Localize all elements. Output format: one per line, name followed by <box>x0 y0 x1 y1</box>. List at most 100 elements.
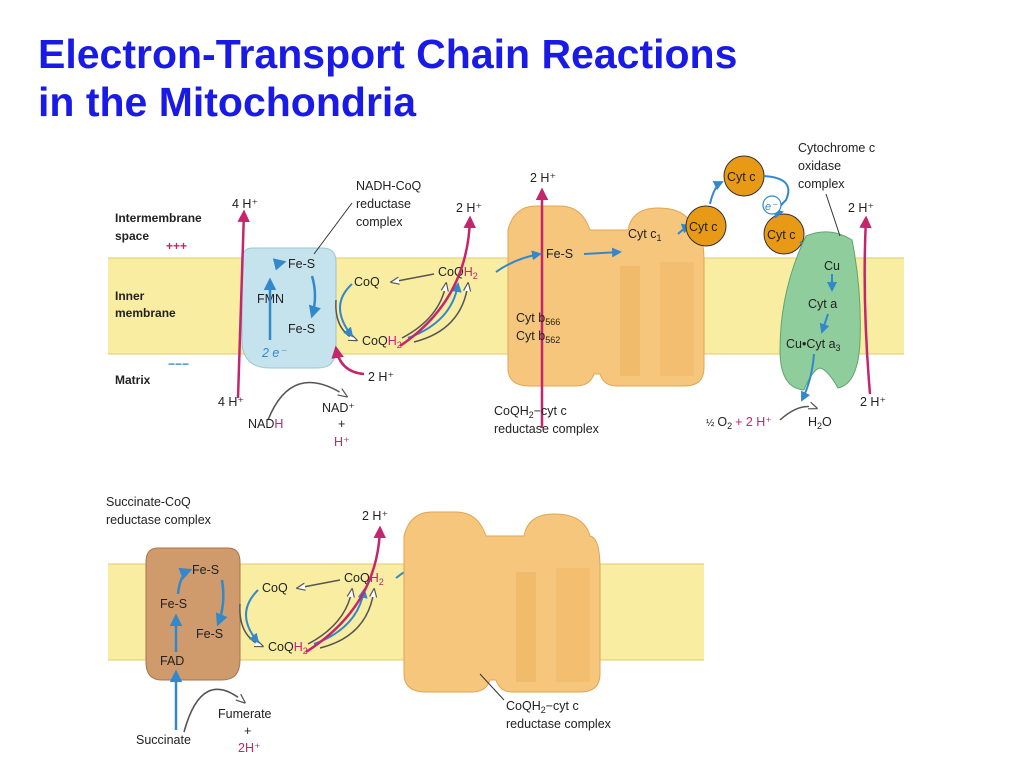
top-coq-exchange-arrow <box>392 273 435 282</box>
succinate-to-fumerate-arrow <box>183 688 244 733</box>
label-membrane: membrane <box>115 306 176 320</box>
complex-I-fes-top: Fe-S <box>288 257 315 271</box>
complex-III-bottom-leader <box>479 673 505 701</box>
complex-I-leader <box>313 202 353 255</box>
cyt-c-right-label: Cyt c <box>767 228 795 242</box>
label-intermembrane: Intermembrane <box>115 211 202 225</box>
complex-II-fes-mid: Fe-S <box>160 597 187 611</box>
label-plus-charges: +++ <box>166 239 187 253</box>
complex-I-name-1: NADH-CoQ <box>356 179 422 193</box>
title-line-2: in the Mitochondria <box>38 79 417 125</box>
top-matrix-proton-label: 2 H⁺ <box>368 370 394 384</box>
top-coqh2: CoQH2 <box>362 334 402 350</box>
complex-II: Fe-S Fe-S Fe-S FAD Succinate Fumerate + … <box>106 495 272 755</box>
coq-to-fes-arrow <box>495 250 542 273</box>
label-inner: Inner <box>115 289 145 303</box>
complex-II-name-1: Succinate-CoQ <box>106 495 191 509</box>
bottom-fes-to-coq <box>239 603 262 646</box>
bottom-coqh2-up-1 <box>307 590 352 645</box>
complex-IV-proton-pump <box>859 215 872 395</box>
complex-III-cyt-c1: Cyt c1 <box>628 227 662 243</box>
complex-II-electron-3 <box>215 579 228 627</box>
complex-III-name-2: reductase complex <box>494 422 600 436</box>
complex-II-electron-2 <box>176 567 193 595</box>
nad-plus-label: NAD⁺ <box>322 401 355 415</box>
electron-marker-label: e⁻ <box>765 201 778 213</box>
complex-III-bottom-shade-1 <box>516 572 536 682</box>
bottom-coq-proton-release <box>305 525 386 654</box>
complex-I-two-electrons: 2 e⁻ <box>261 346 287 360</box>
complex-III-top: 2 H⁺ Fe-S Cyt c1 Cyt b566 Cyt b562 CoQH2… <box>494 171 705 436</box>
complex-III-bottom: CoQH2−cyt c reductase complex <box>403 511 612 731</box>
complex-I-electron-path-2 <box>272 258 287 271</box>
nad-h-plus: H⁺ <box>334 435 350 449</box>
complex-IV-cu-cyt-a3: Cu•Cyt a3 <box>786 337 841 353</box>
complex-II-fes-low: Fe-S <box>196 627 223 641</box>
bottom-coq-cycle: CoQ CoQH2 CoQH2 2 H⁺ <box>239 509 448 656</box>
top-matrix-proton-uptake <box>331 345 365 376</box>
nad-plus-sign: + <box>338 417 345 431</box>
complex-III-bottom-shade-2 <box>556 568 590 682</box>
slide-title: Electron-Transport Chain Reactions in th… <box>38 30 737 126</box>
bottom-coq-exchange-arrow <box>298 579 341 588</box>
top-coq-cycle: CoQ CoQH2 CoQH2 2 H⁺ 2 H⁺ <box>331 201 482 384</box>
complex-III-b562: Cyt b562 <box>516 329 560 345</box>
complex-III-top-shade-1 <box>620 266 640 376</box>
complex-IV-body <box>779 231 861 391</box>
top-coq-proton-out-label: 2 H⁺ <box>456 201 482 215</box>
complex-IV-name-3: complex <box>798 177 845 191</box>
oxygen-reduction-arrow <box>779 407 816 421</box>
bottom-coq-proton-out-label: 2 H⁺ <box>362 509 388 523</box>
fes-to-cyt-c1-arrow <box>583 247 622 258</box>
top-coq-to-coqh2-blue <box>339 283 354 338</box>
complex-II-fes-top: Fe-S <box>192 563 219 577</box>
fumerate-2h: 2H⁺ <box>238 741 261 755</box>
complex-I-electron-path-3 <box>308 275 321 319</box>
nadh-arrow <box>267 381 346 421</box>
succinate-label: Succinate <box>136 733 191 747</box>
complex-II-body <box>145 547 241 681</box>
complex-IV-electron-2 <box>819 313 830 334</box>
fumerate-label: Fumerate <box>218 707 272 721</box>
complex-IV-proton-in: 2 H⁺ <box>860 395 886 409</box>
complex-IV-name-1: Cytochrome c <box>798 141 875 155</box>
complex-I-name-3: complex <box>356 215 403 229</box>
complex-I-proton-out: 4 H⁺ <box>232 197 258 211</box>
complex-IV-electron-3 <box>801 353 815 402</box>
bottom-coq-left: CoQ <box>262 581 288 595</box>
cyt-c-right <box>763 213 805 255</box>
cyt-c-shuttle-up <box>709 181 724 205</box>
fumerate-plus: + <box>244 724 251 738</box>
top-coq-left: CoQ <box>354 275 380 289</box>
complex-I-fes-bottom: Fe-S <box>288 322 315 336</box>
bottom-coqh2: CoQH2 <box>268 640 308 656</box>
complex-III-fes: Fe-S <box>546 247 573 261</box>
complex-III-bottom-name-1: CoQH2−cyt c <box>506 699 579 715</box>
complex-III-bottom-body <box>403 511 601 693</box>
complex-I-name-2: reductase <box>356 197 411 211</box>
cyt-c-left-label: Cyt c <box>689 220 717 234</box>
top-coq-proton-release <box>399 215 477 348</box>
label-matrix: Matrix <box>115 373 151 387</box>
bottom-coqh2-up-3 <box>319 590 374 649</box>
bottom-panel: Fe-S Fe-S Fe-S FAD Succinate Fumerate + … <box>106 495 704 755</box>
water-product: H2O <box>808 415 832 431</box>
cyt-c-upper-label: Cyt c <box>727 170 755 184</box>
complex-I: Fe-S FMN Fe-S 2 e⁻ 4 H⁺ 4 H⁺ NADH NAD⁺ +… <box>218 179 422 449</box>
top-fes-to-coq <box>335 299 356 340</box>
nadh-label: NADH <box>248 417 283 431</box>
complex-III-name-1: CoQH2−cyt c <box>494 404 567 420</box>
top-panel: Intermembrane space +++ Inner membrane −… <box>108 141 904 449</box>
electron-marker <box>762 195 782 215</box>
complex-IV-proton-out: 2 H⁺ <box>848 201 874 215</box>
label-space: space <box>115 229 149 243</box>
complex-II-fad: FAD <box>160 654 184 668</box>
complex-IV-name-2: oxidase <box>798 159 841 173</box>
complex-I-proton-in: 4 H⁺ <box>218 395 244 409</box>
complex-IV-cyt-a: Cyt a <box>808 297 837 311</box>
complex-III-top-shade-2 <box>660 262 694 376</box>
complex-I-proton-pump <box>236 209 250 399</box>
